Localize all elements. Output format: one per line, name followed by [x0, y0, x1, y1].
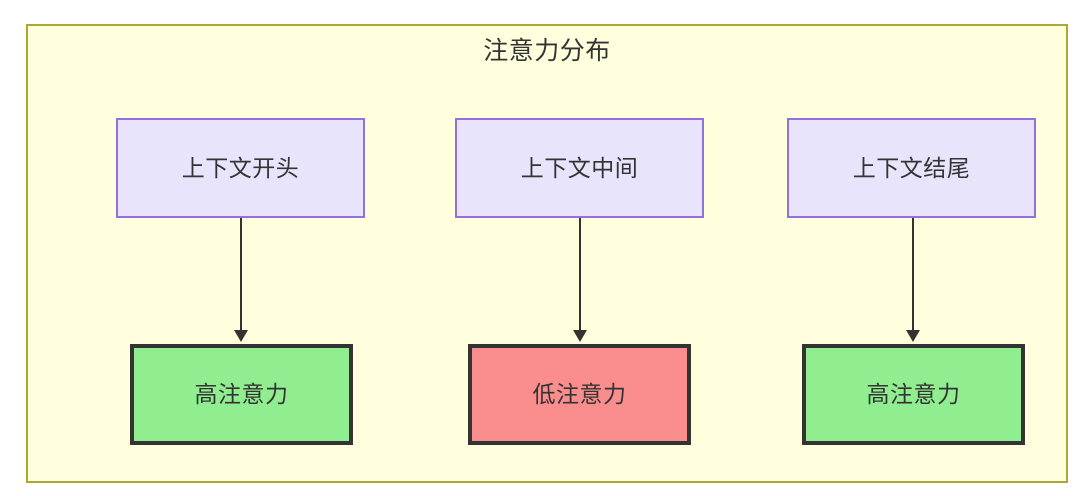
edge-context-middle-to-low-attention — [579, 218, 581, 332]
attention-distribution-subgraph: 注意力分布 上下文开头 上下文中间 上下文结尾 高注意力 低注意力 高注意力 — [26, 24, 1068, 483]
node-high-attention-start-label: 高注意力 — [194, 381, 289, 407]
node-high-attention-end-label: 高注意力 — [866, 381, 961, 407]
node-context-start-label: 上下文开头 — [181, 154, 300, 181]
node-context-middle-label: 上下文中间 — [520, 154, 639, 181]
arrow-down-icon — [573, 330, 587, 342]
subgraph-title: 注意力分布 — [483, 37, 611, 65]
node-high-attention-start[interactable]: 高注意力 — [130, 344, 353, 445]
edge-context-start-to-high-attention — [240, 218, 242, 332]
node-context-end[interactable]: 上下文结尾 — [787, 118, 1036, 218]
arrow-down-icon — [234, 330, 248, 342]
edge-context-end-to-high-attention — [912, 218, 914, 332]
node-context-start[interactable]: 上下文开头 — [116, 118, 365, 218]
node-context-end-label: 上下文结尾 — [852, 154, 971, 181]
node-context-middle[interactable]: 上下文中间 — [455, 118, 704, 218]
node-low-attention-middle[interactable]: 低注意力 — [468, 344, 691, 445]
node-high-attention-end[interactable]: 高注意力 — [802, 344, 1025, 445]
arrow-down-icon — [906, 330, 920, 342]
node-low-attention-middle-label: 低注意力 — [532, 381, 627, 407]
